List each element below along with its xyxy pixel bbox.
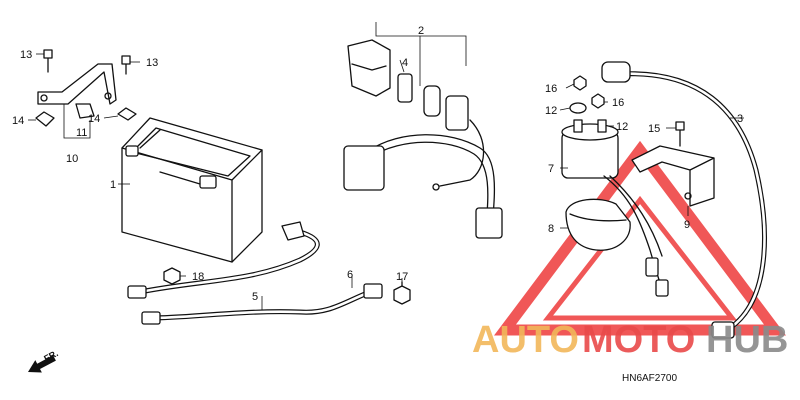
relay-lead-wires xyxy=(603,175,669,297)
starter-relay xyxy=(561,75,619,179)
callout-16-upper: 16 xyxy=(545,83,557,95)
callout-12-lower: 12 xyxy=(616,121,628,133)
callout-7: 7 xyxy=(548,163,554,175)
callout-15: 15 xyxy=(648,123,660,135)
callout-8: 8 xyxy=(548,223,554,235)
diagram-code: HN6AF2700 xyxy=(622,373,677,384)
callout-3: 3 xyxy=(737,113,743,125)
callout-leaders xyxy=(28,22,744,310)
front-direction-arrow-icon xyxy=(28,355,56,373)
callout-16-lower: 16 xyxy=(612,97,624,109)
callout-labels: 1 2 3 4 5 6 7 8 9 10 11 12 12 13 13 14 1… xyxy=(12,25,743,303)
watermark-hub: HUB xyxy=(706,319,788,361)
battery-stay xyxy=(35,49,137,127)
watermark-moto: MOTO xyxy=(582,319,695,361)
bolts xyxy=(163,267,411,305)
callout-14-right: 14 xyxy=(88,113,100,125)
callout-13-left: 13 xyxy=(20,49,32,61)
battery xyxy=(121,117,263,263)
front-direction-label: FR. xyxy=(42,348,59,364)
callout-5: 5 xyxy=(252,291,258,303)
callout-2: 2 xyxy=(418,25,424,37)
callout-10: 10 xyxy=(66,153,78,165)
callout-12-upper: 12 xyxy=(545,105,557,117)
relay-bracket xyxy=(631,121,715,207)
callout-14-left: 14 xyxy=(12,115,24,127)
relay-cover xyxy=(565,198,631,251)
callout-11: 11 xyxy=(76,127,87,139)
callout-17: 17 xyxy=(396,271,408,283)
callout-18: 18 xyxy=(192,271,204,283)
callout-13-right: 13 xyxy=(146,57,158,69)
watermark-wordmark: AUTO MOTO HUB xyxy=(472,319,788,361)
callout-9: 9 xyxy=(684,219,690,231)
battery-positive-cable xyxy=(141,283,383,325)
watermark-auto: AUTO xyxy=(472,319,579,361)
sub-wire-harness xyxy=(343,119,503,239)
connector-cover xyxy=(347,39,469,131)
battery-negative-cable xyxy=(127,221,320,299)
callout-4: 4 xyxy=(402,57,408,69)
callout-1: 1 xyxy=(110,179,116,191)
watermark-triangle xyxy=(494,140,786,336)
starter-cable xyxy=(601,61,767,339)
callout-6: 6 xyxy=(347,269,353,281)
